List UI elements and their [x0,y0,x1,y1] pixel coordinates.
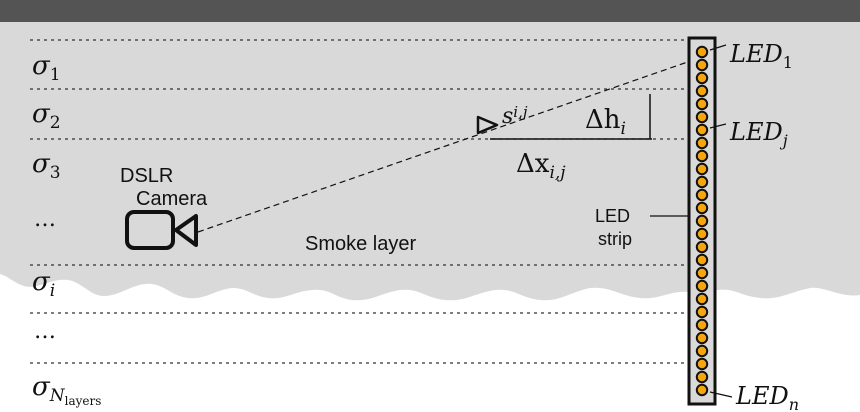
led-dot [695,45,709,59]
sigma-2-label: σ2 [32,99,61,133]
led-dot [695,84,709,98]
led-dot [695,201,709,215]
led-dot [695,71,709,85]
led-strip-label: LED strip [595,206,632,249]
ledn-label: LEDn [735,382,799,412]
led-dots [695,45,709,397]
sigma-1-label: σ1 [32,51,61,85]
delta-x-label: Δxi,j [516,149,566,183]
led-dot [695,266,709,280]
led-strip-label-line2: strip [598,229,632,249]
path-segment-marker [476,115,499,135]
led-dot [695,188,709,202]
camera-label-line1: DSLR [120,165,173,187]
led-dot [695,110,709,124]
led-dot [695,58,709,72]
ledj-label: LEDj [729,118,788,150]
camera-label: DSLR Camera [120,165,208,210]
led-dot [695,331,709,345]
ellipsis-label-1: … [34,207,56,232]
ledj-leader [709,123,727,129]
camera-label-line2: Camera [136,188,208,210]
sigma-n-label: σNlayers [32,372,101,408]
led-dot [695,344,709,358]
ledn-leader [709,391,733,398]
led-labels: LED1 LEDj LEDn [709,40,799,412]
led-dot [695,383,709,397]
led-dot [695,292,709,306]
led-dot [695,253,709,267]
layer-labels: σ1 σ2 σ3 … σi … σNlayers [32,51,101,408]
led-dot [695,123,709,137]
led-strip-label-line1: LED [595,206,630,226]
smoke-layer-label: Smoke layer [305,233,416,255]
led-dot [695,175,709,189]
led-dot [695,162,709,176]
line-of-sight [197,56,703,233]
top-bar [0,0,860,22]
led1-label: LED1 [729,40,793,72]
led1-leader [709,44,727,51]
delta-h-label: Δhi [585,105,626,139]
geometry-labels: si,j Δhi Δxi,j [502,103,626,183]
led-dot [695,227,709,241]
smoke-region [0,22,860,301]
ellipsis-label-2: … [34,319,56,344]
led-dot [695,370,709,384]
led-dot [695,136,709,150]
led-dot [695,318,709,332]
led-dot [695,149,709,163]
led-dot [695,240,709,254]
led-dot [695,279,709,293]
led-dot [695,214,709,228]
sigma-3-label: σ3 [32,149,61,183]
s-ij-label: si,j [502,103,528,129]
led-dot [695,305,709,319]
led-dot [695,357,709,371]
video-camera-icon [125,210,198,250]
led-dot [695,97,709,111]
sigma-i-label: σi [32,267,55,301]
